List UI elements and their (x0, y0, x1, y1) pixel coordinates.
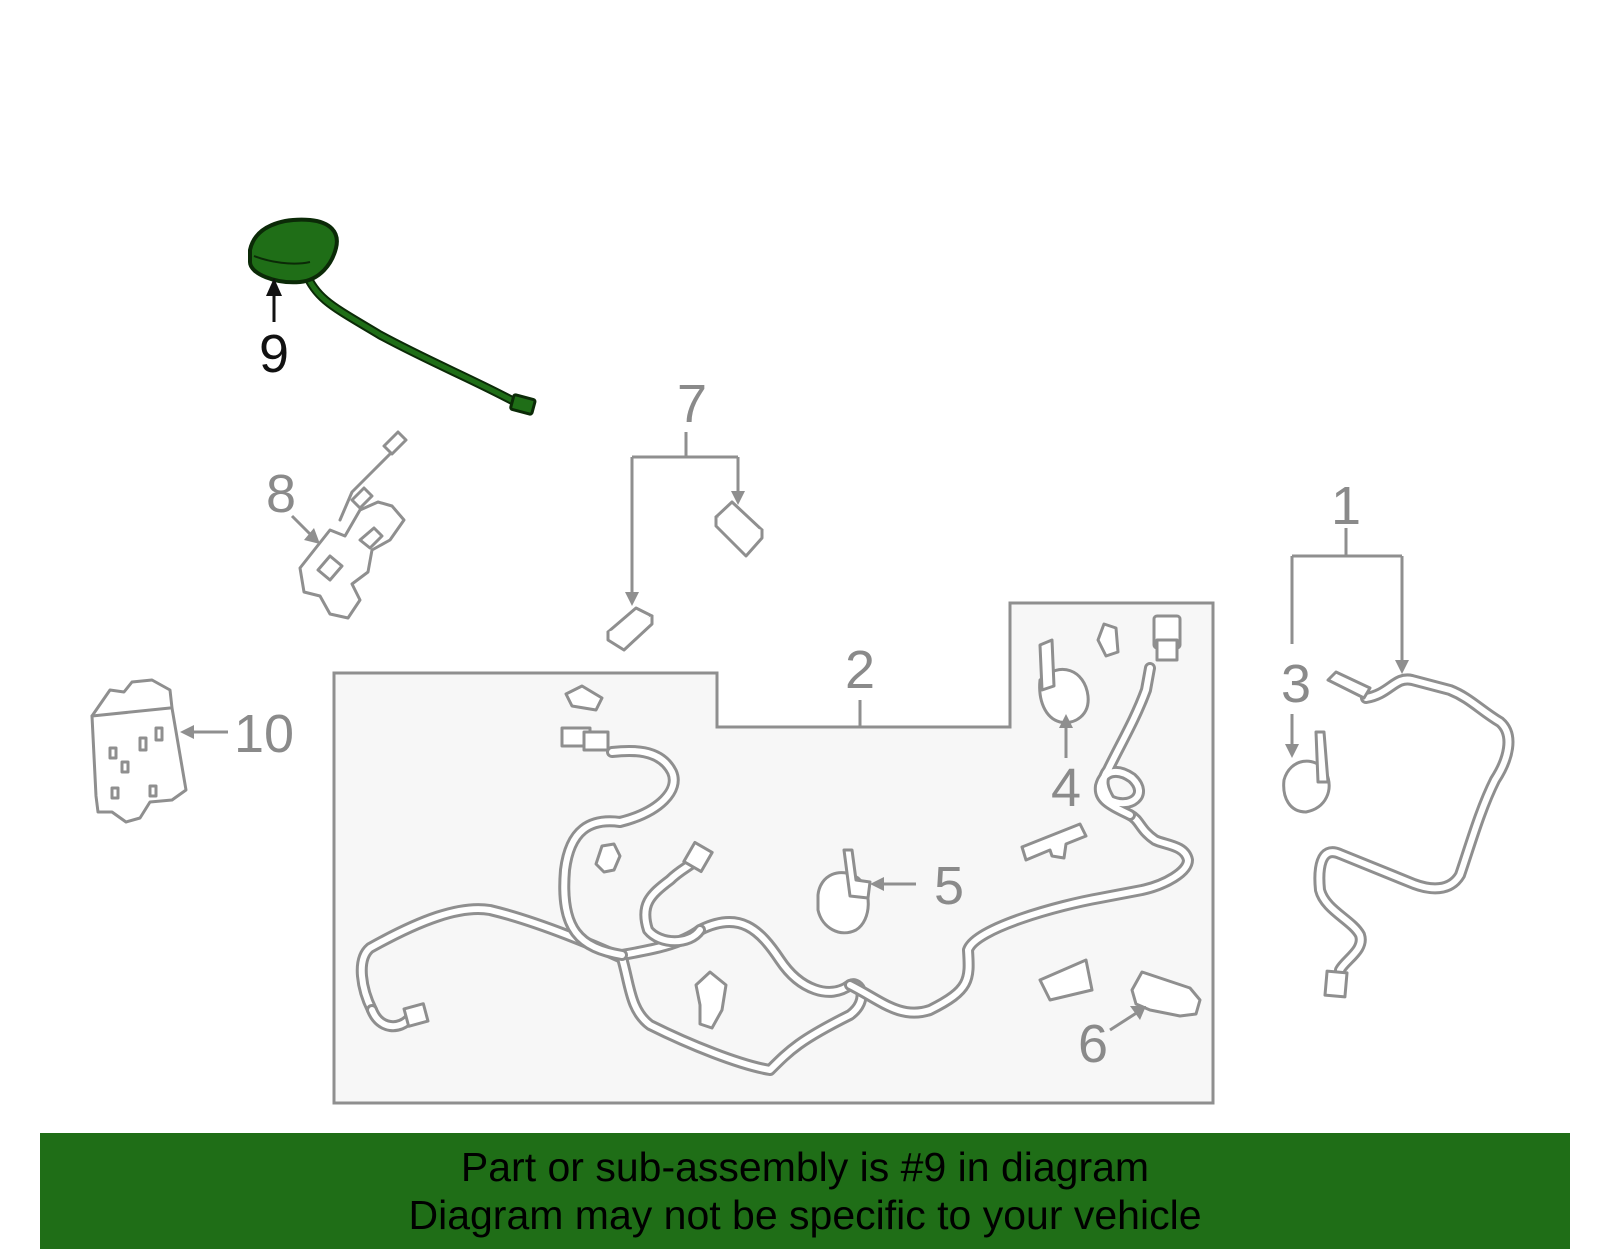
banner-line-1: Part or sub-assembly is #9 in diagram (460, 1144, 1150, 1190)
arrowhead-10 (180, 725, 194, 739)
leader-8 (290, 514, 314, 538)
part-2-harness[interactable] (355, 614, 1194, 1076)
info-banner: Part or sub-assembly is #9 in diagram Di… (40, 1133, 1570, 1249)
part-7-pad-upper[interactable] (714, 500, 764, 558)
part-8-bracket[interactable] (298, 430, 408, 620)
callout-5: 5 (934, 856, 964, 916)
assembly-box-2 (332, 601, 1215, 1105)
part-10-module[interactable] (90, 678, 188, 824)
banner-line-2: Diagram may not be specific to your vehi… (408, 1192, 1202, 1238)
arrowhead-9 (266, 278, 282, 296)
part-5-grommet[interactable] (816, 848, 872, 935)
leader-1 (1290, 528, 1404, 664)
arrowhead-7b (731, 491, 745, 505)
callout-8: 8 (266, 464, 296, 524)
part-7-pad-lower[interactable] (606, 606, 654, 652)
arrowhead-5 (870, 877, 884, 891)
callout-3: 3 (1281, 654, 1311, 714)
arrowhead-6 (1130, 1006, 1146, 1020)
callout-10: 10 (234, 704, 294, 764)
leader-6 (1109, 1010, 1139, 1032)
part-3-grommet[interactable] (1282, 730, 1331, 814)
arrowhead-8 (304, 528, 320, 544)
callout-7: 7 (677, 374, 707, 434)
part-1-harness[interactable] (1313, 670, 1515, 999)
arrowhead-1 (1395, 660, 1409, 674)
leader-7 (630, 432, 740, 596)
part-4-grommet[interactable] (1038, 638, 1090, 725)
callout-1: 1 (1331, 476, 1361, 536)
arrowhead-3 (1285, 744, 1299, 758)
callout-4: 4 (1051, 758, 1081, 818)
part-9-antenna[interactable] (248, 217, 537, 416)
callout-2: 2 (845, 640, 875, 700)
callout-9: 9 (259, 324, 289, 384)
arrowhead-7a (625, 592, 639, 606)
callout-6: 6 (1078, 1014, 1108, 1074)
arrowhead-4 (1059, 714, 1073, 728)
